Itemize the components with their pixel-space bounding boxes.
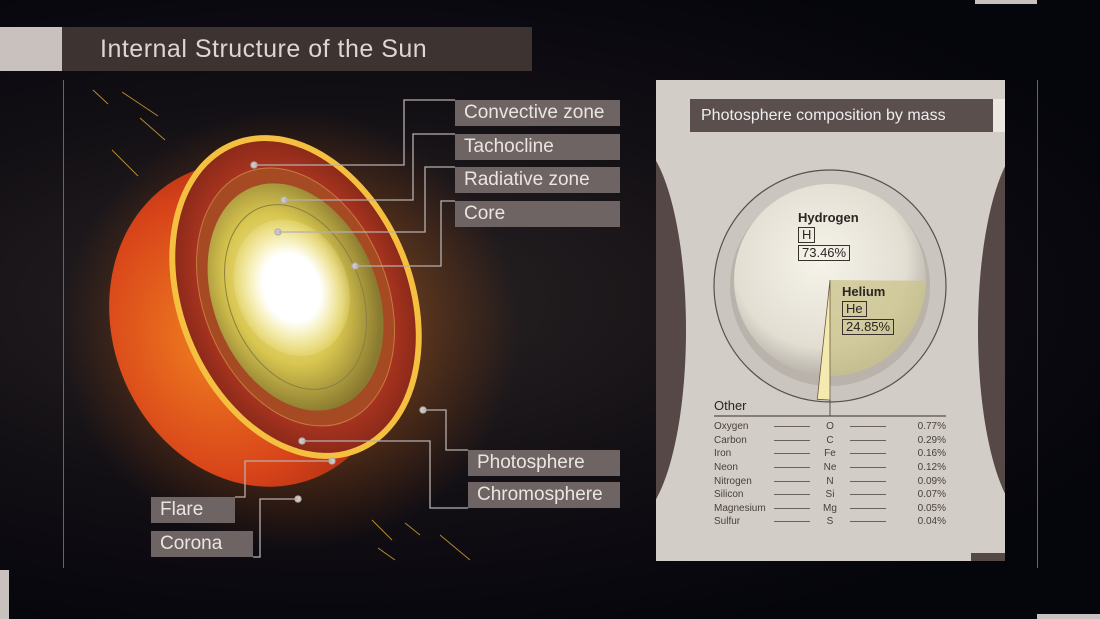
leader-lines — [235, 99, 468, 558]
other-element-row: Silicon Si 0.07% — [714, 488, 946, 502]
divider — [850, 507, 886, 509]
composition-pie — [713, 169, 947, 417]
element-name: Carbon — [714, 434, 747, 446]
element-name: Iron — [714, 448, 732, 460]
element-percent: 0.04% — [917, 516, 946, 528]
other-element-row: Carbon C 0.29% — [714, 434, 946, 448]
other-element-row: Magnesium Mg 0.05% — [714, 502, 946, 516]
divider — [774, 521, 810, 523]
element-percent: 0.12% — [917, 462, 946, 474]
panel-decor — [971, 553, 1005, 561]
element-name: Sulfur — [714, 516, 741, 528]
element-name: Magnesium — [714, 502, 766, 514]
divider — [850, 494, 886, 496]
label-radiative-zone: Radiative zone — [455, 167, 620, 193]
element-symbol: Mg — [823, 502, 837, 514]
element-percent: 0.16% — [917, 448, 946, 460]
label-photosphere: Photosphere — [468, 450, 620, 476]
hydrogen-label-group: Hydrogen H 73.46% — [798, 210, 859, 261]
element-percent: 0.77% — [917, 421, 946, 433]
divider — [774, 467, 810, 469]
corner-accent — [0, 570, 9, 619]
divider — [850, 453, 886, 455]
label-core: Core — [455, 201, 620, 227]
element-symbol: C — [826, 434, 834, 446]
helium-name: Helium — [842, 284, 886, 299]
divider — [774, 494, 810, 496]
element-name: Neon — [714, 462, 738, 474]
label-convective-zone: Convective zone — [455, 100, 620, 126]
element-percent: 0.05% — [917, 502, 946, 514]
other-title: Other — [714, 398, 747, 413]
element-symbol: Ne — [823, 462, 837, 474]
element-percent: 0.09% — [917, 475, 946, 487]
divider — [850, 521, 886, 523]
hydrogen-percent: 73.46% — [798, 245, 851, 261]
helium-symbol: He — [842, 301, 867, 317]
element-percent: 0.07% — [917, 489, 946, 501]
divider — [774, 453, 810, 455]
helium-label-group: Helium He 24.85% — [842, 284, 895, 335]
element-symbol: S — [826, 516, 834, 528]
element-percent: 0.29% — [917, 434, 946, 446]
helium-percent: 24.85% — [842, 319, 895, 335]
composition-panel: Photosphere composition by mass Hydrogen… — [656, 80, 1005, 561]
divider — [774, 426, 810, 428]
pie-other — [816, 279, 831, 401]
hydrogen-name: Hydrogen — [798, 210, 859, 225]
element-symbol: Si — [825, 489, 835, 501]
sun-illustration — [60, 89, 520, 561]
other-element-row: Oxygen O 0.77% — [714, 420, 946, 434]
element-symbol: O — [826, 421, 834, 433]
core — [233, 219, 350, 356]
pie-helium — [830, 280, 926, 376]
other-element-row: Nitrogen N 0.09% — [714, 474, 946, 488]
other-element-row: Sulfur S 0.04% — [714, 515, 946, 529]
element-name: Nitrogen — [714, 475, 752, 487]
divider — [850, 426, 886, 428]
divider — [774, 507, 810, 509]
panel-title-accent — [993, 99, 1005, 132]
divider — [850, 480, 886, 482]
corner-accent — [1037, 614, 1100, 619]
divider — [850, 467, 886, 469]
other-element-row: Iron Fe 0.16% — [714, 447, 946, 461]
element-symbol: N — [826, 475, 834, 487]
frame-line — [1037, 80, 1038, 568]
label-chromosphere: Chromosphere — [468, 482, 620, 508]
other-element-row: Neon Ne 0.12% — [714, 461, 946, 475]
corner-accent — [975, 0, 1037, 4]
divider — [774, 439, 810, 441]
panel-title: Photosphere composition by mass — [690, 99, 993, 132]
divider — [850, 439, 886, 441]
label-flare: Flare — [151, 497, 235, 523]
label-corona: Corona — [151, 531, 253, 557]
label-tachocline: Tachocline — [455, 134, 620, 160]
title-accent — [0, 27, 62, 71]
element-name: Oxygen — [714, 421, 749, 433]
element-name: Silicon — [714, 489, 744, 501]
page-title: Internal Structure of the Sun — [62, 27, 532, 71]
element-symbol: Fe — [824, 448, 836, 460]
decorative-streaks — [92, 89, 471, 561]
hydrogen-symbol: H — [798, 227, 816, 243]
divider — [774, 480, 810, 482]
